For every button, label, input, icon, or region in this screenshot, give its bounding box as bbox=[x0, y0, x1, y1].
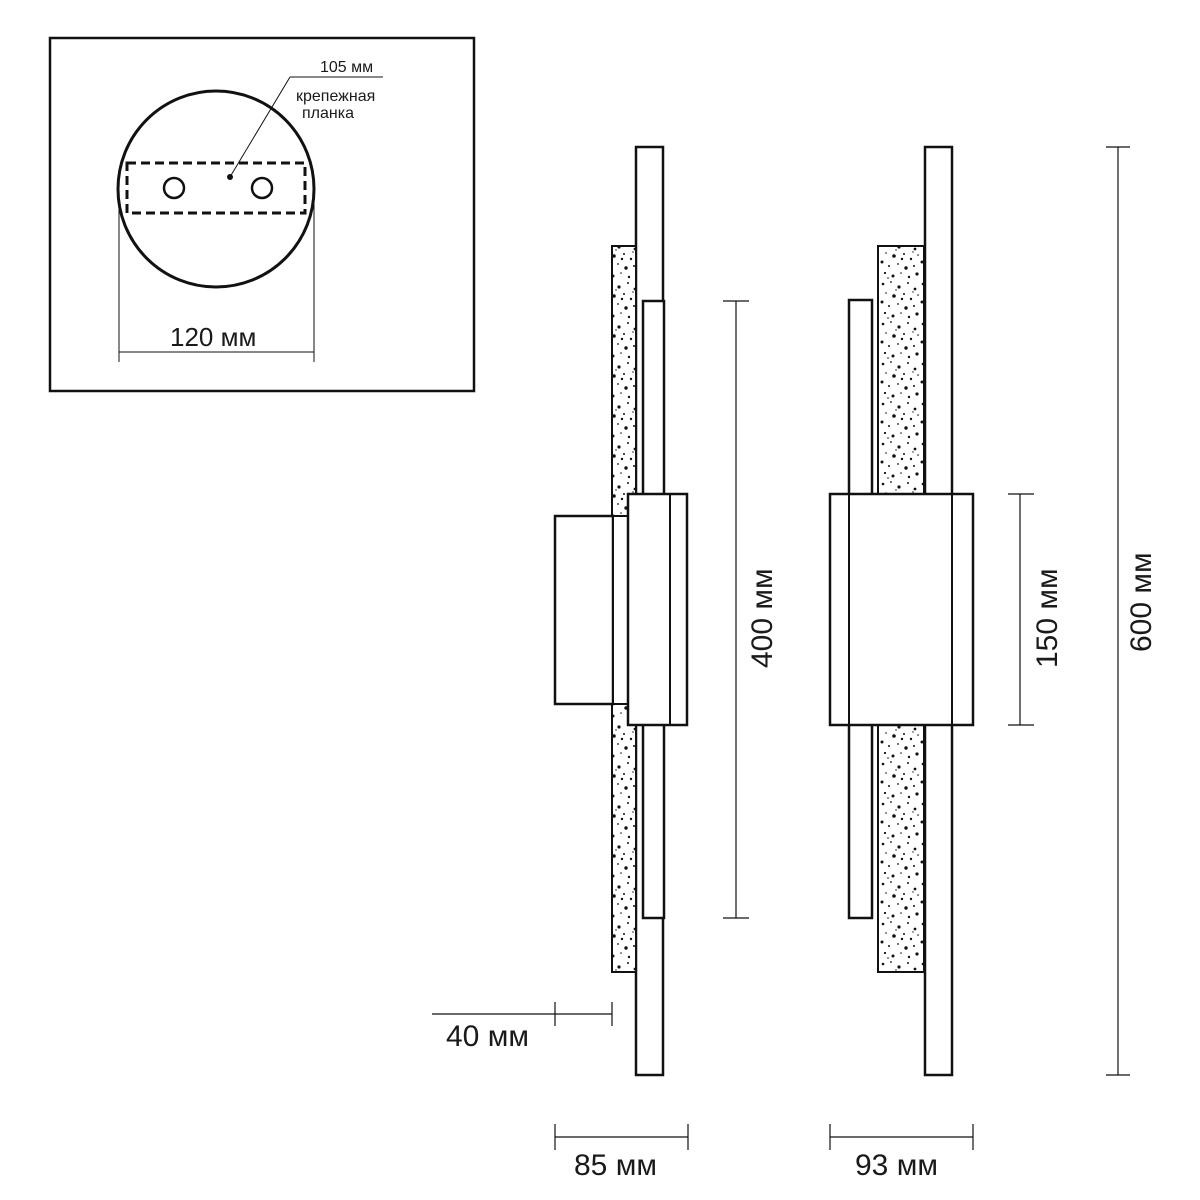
wall-offset-label: 40 мм bbox=[446, 1020, 529, 1053]
leader-line bbox=[229, 76, 291, 178]
side-view bbox=[553, 145, 689, 1077]
screw-hole-left bbox=[162, 176, 186, 200]
diffuser-height-label: 400 мм bbox=[746, 568, 779, 668]
plate-name-line1: крепежная bbox=[296, 88, 375, 105]
dimensions: 400 мм 150 мм 600 мм 40 мм 85 мм 93 мм bbox=[432, 146, 1158, 1182]
plate-width-label: 105 мм bbox=[320, 59, 373, 76]
mounting-plate bbox=[125, 161, 307, 215]
total-height-label: 600 мм bbox=[1125, 552, 1158, 652]
mounting-inset: 105 мм крепежная планка 120 мм bbox=[48, 36, 476, 393]
front-width-label: 93 мм bbox=[855, 1149, 938, 1182]
body-height-label: 150 мм bbox=[1031, 568, 1064, 668]
side-wall-mount bbox=[553, 514, 615, 706]
base-disc bbox=[116, 89, 316, 289]
screw-hole-right bbox=[250, 176, 274, 200]
plate-name-line2: планка bbox=[302, 105, 354, 122]
side-body bbox=[626, 492, 689, 727]
front-body bbox=[828, 492, 975, 727]
side-depth-label: 85 мм bbox=[574, 1149, 657, 1182]
front-view bbox=[828, 145, 975, 1077]
base-diameter-label: 120 мм bbox=[170, 322, 256, 352]
side-mount-ring bbox=[612, 515, 629, 705]
